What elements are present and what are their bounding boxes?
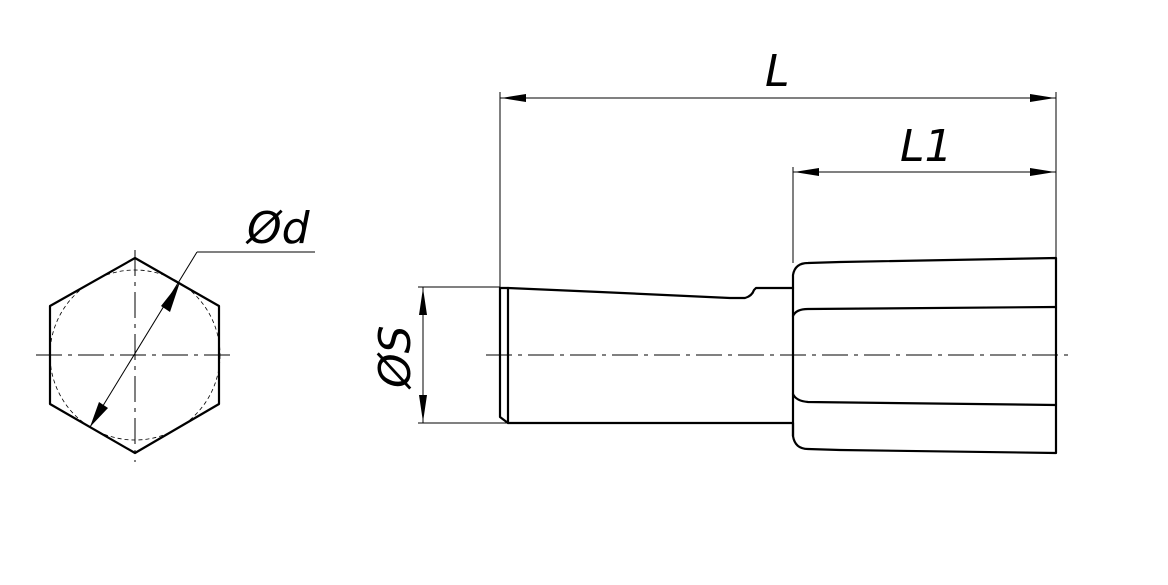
arrow-head-icon: [419, 395, 427, 422]
diameter-dimension-line: [89, 251, 198, 428]
arrow-head-icon: [419, 288, 427, 315]
arrow-head-icon: [501, 94, 526, 102]
diameter-s-label: ØS: [370, 325, 421, 390]
length-l-label: L: [765, 46, 790, 97]
shank-top-edge: [506, 286, 795, 300]
flute-line-lower: [791, 392, 1058, 407]
overall-length-dimension: L: [499, 46, 1057, 288]
diameter-d-label: Ød: [245, 203, 311, 254]
side-view: ØS L L1: [370, 46, 1072, 455]
arrow-head-icon: [1030, 94, 1055, 102]
head-outline: [791, 256, 1058, 455]
flute-line-upper: [791, 305, 1058, 318]
hex-end-view: Ød: [36, 203, 315, 462]
hexagon-outline: [48, 256, 221, 455]
arrow-head-icon: [1030, 168, 1055, 176]
arrow-head-icon: [161, 282, 180, 312]
length-l1-label: L1: [900, 121, 953, 172]
head: [791, 256, 1058, 455]
head-length-dimension: L1: [792, 121, 1056, 263]
shank-diameter-dimension: ØS: [370, 286, 508, 424]
arrow-head-icon: [794, 168, 819, 176]
arrow-head-icon: [90, 402, 108, 427]
